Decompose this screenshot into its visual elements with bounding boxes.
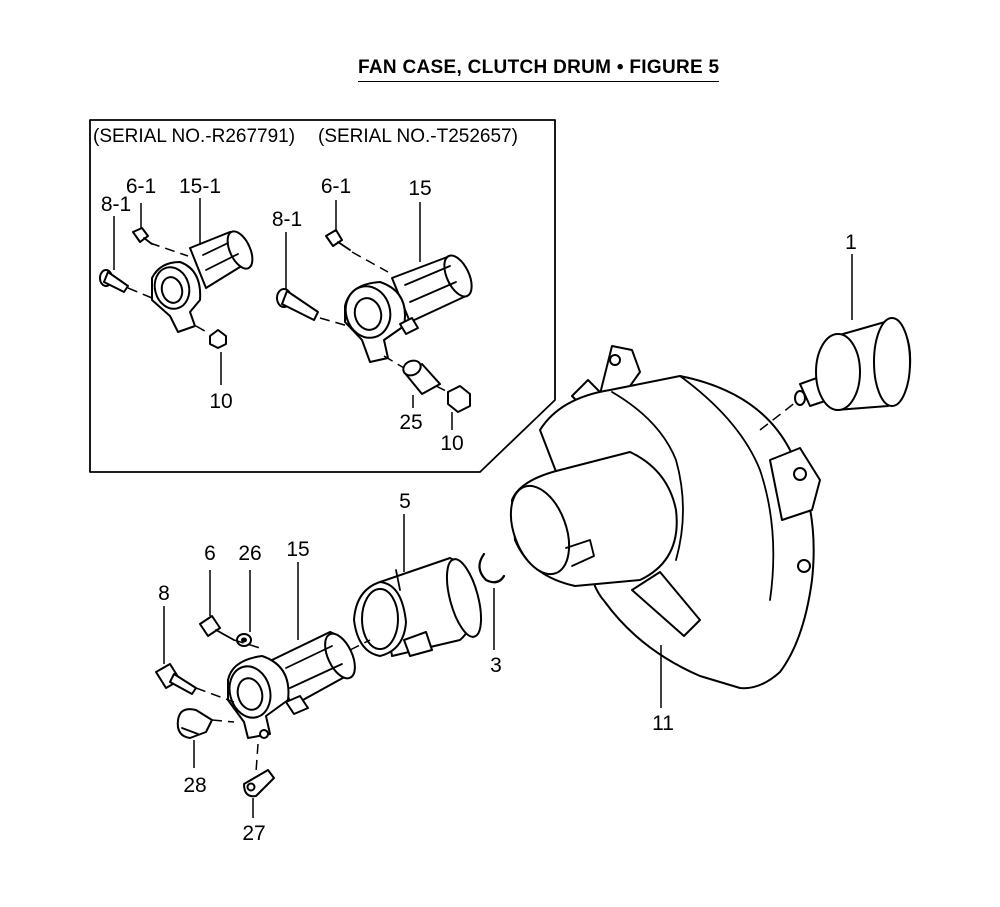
callout-11: 11 (652, 712, 674, 735)
callout-1: 1 (845, 231, 857, 254)
bracket-27 (243, 769, 275, 798)
callout-8-1-b: 8-1 (272, 208, 302, 231)
callout-8: 8 (158, 582, 170, 605)
screw-8-1-a (99, 269, 129, 293)
inset-frame (89, 119, 556, 473)
screw-8-1-b (276, 288, 319, 321)
callout-6-1-b: 6-1 (321, 175, 351, 198)
tube-15-b (227, 631, 356, 739)
main-guides (195, 639, 371, 773)
snap-ring-3 (478, 552, 506, 584)
inset-right-guides (319, 251, 449, 393)
tube-15-a (344, 254, 473, 363)
nut-10-b (447, 385, 471, 413)
fan-case-11 (509, 345, 821, 690)
callout-28: 28 (183, 774, 206, 797)
callout-10-a: 10 (209, 390, 232, 413)
callout-5: 5 (399, 490, 411, 513)
figure-title: FAN CASE, CLUTCH DRUM • FIGURE 5 (358, 56, 720, 82)
bushing-25 (402, 359, 441, 395)
tube-15-1 (151, 230, 254, 333)
screw-6-1-b (325, 229, 351, 251)
inset-left-guides (127, 242, 211, 335)
callout-25: 25 (399, 411, 422, 434)
serial-label-left: (SERIAL NO.-R267791) (93, 126, 295, 147)
screw-6-1-a (132, 227, 153, 245)
clutch-drum-1 (794, 317, 912, 411)
nut-10-a (209, 329, 227, 349)
callout-15-1: 15-1 (179, 175, 221, 198)
sleeve-5 (353, 557, 483, 657)
callout-8-1-a: 8-1 (101, 193, 131, 216)
callout-26: 26 (238, 542, 261, 565)
clip-28 (176, 708, 213, 739)
screw-6 (199, 615, 235, 641)
callout-15-a: 15 (408, 177, 431, 200)
callout-3: 3 (490, 654, 502, 677)
serial-label-right: (SERIAL NO.-T252657) (318, 126, 518, 147)
drum-guide (759, 401, 797, 431)
callout-6: 6 (204, 542, 216, 565)
callout-15-b: 15 (286, 538, 309, 561)
washer-26 (236, 633, 252, 647)
callout-27: 27 (242, 822, 265, 845)
bolt-8 (155, 663, 197, 695)
callout-10-b: 10 (440, 432, 463, 455)
callout-6-1-a: 6-1 (126, 175, 156, 198)
